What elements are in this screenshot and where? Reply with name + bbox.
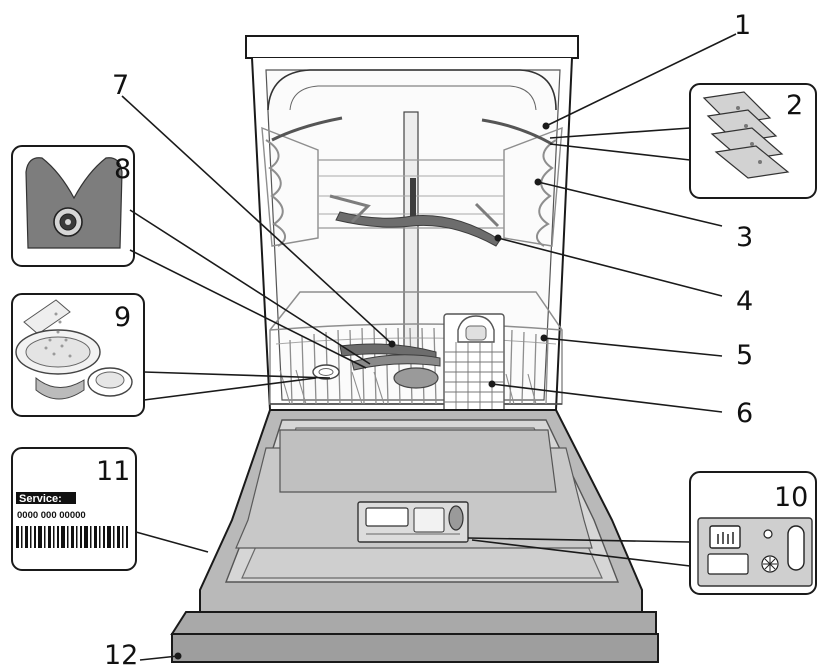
callout-11: 11 (96, 456, 130, 487)
callout-7: 7 (112, 70, 129, 101)
callout-numbers: 1 2 3 4 5 6 7 8 9 10 11 12 (96, 10, 808, 667)
inset-rating-plate: Service: 0000 000 00000 (11, 447, 137, 571)
callout-10: 10 (774, 482, 808, 513)
inset-filter (11, 145, 135, 267)
callout-5: 5 (736, 340, 753, 371)
service-number: 0000 000 00000 (17, 510, 86, 521)
lower-rack (269, 291, 563, 415)
leader-dots (174, 122, 550, 660)
callout-4: 4 (736, 286, 753, 317)
callout-6: 6 (736, 398, 753, 429)
callout-2: 2 (786, 90, 803, 121)
callout-9: 9 (114, 302, 131, 333)
callout-3: 3 (736, 222, 753, 253)
callout-8: 8 (114, 154, 131, 185)
upper-rack (261, 116, 563, 247)
inset-salt-container (11, 293, 145, 417)
service-label: Service: (19, 493, 62, 505)
inset-dispenser (689, 471, 817, 595)
callout-1: 1 (734, 10, 751, 41)
barcode-icon (16, 526, 128, 548)
dishwasher-door (170, 409, 659, 663)
inset-cup-shelves (689, 83, 817, 199)
leader-lines (121, 33, 737, 661)
callout-12: 12 (104, 640, 138, 667)
